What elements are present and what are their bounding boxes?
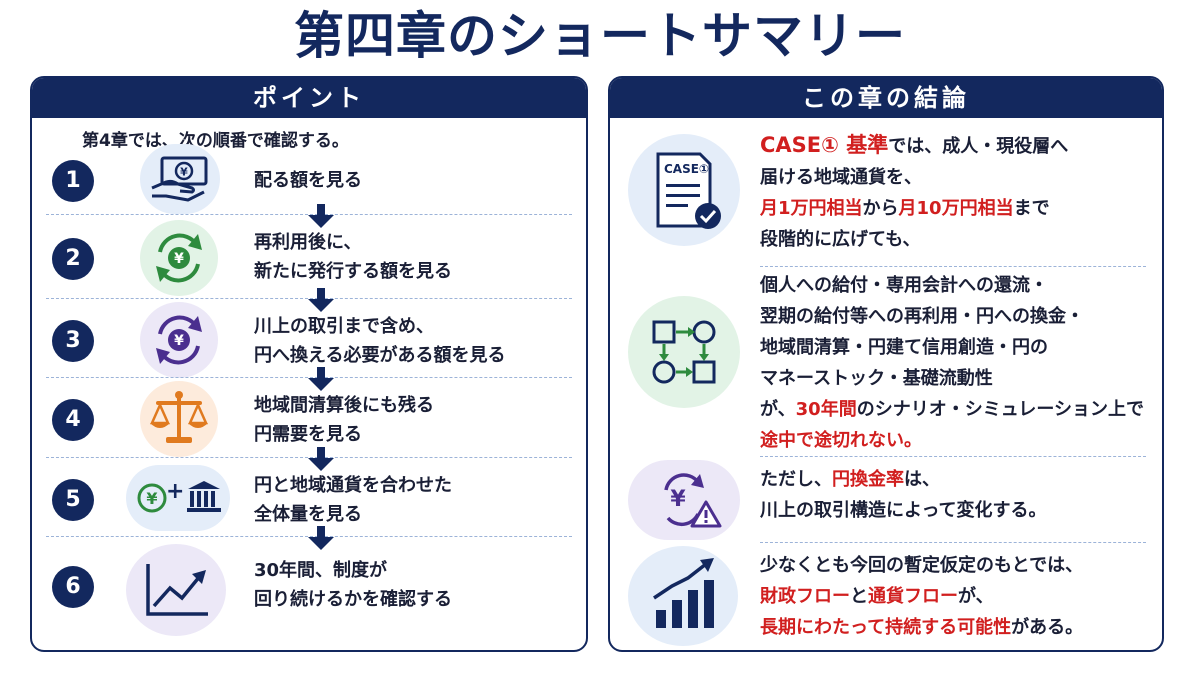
step-4: 4 地域間清算後にも残る円需要を見る	[32, 381, 586, 459]
step-number: 3	[52, 320, 94, 362]
step-2: 2 ¥ 再利用後に、新たに発行する額を見る	[32, 220, 586, 298]
step-text: 再利用後に、新たに発行する額を見る	[254, 232, 452, 282]
step-3: 3 ¥ 川上の取引まで含め、円へ換える必要がある額を見る	[32, 302, 586, 380]
svg-text:¥: ¥	[146, 489, 157, 508]
divider	[46, 536, 572, 537]
conclusion-text-4: 少なくとも今回の暫定仮定のもとでは、 財政フローと通貨フローが、 長期にわたって…	[760, 555, 1084, 638]
divider	[46, 214, 572, 215]
plus-sign: +	[166, 479, 185, 504]
down-arrow-icon	[308, 367, 334, 391]
svg-text:¥: ¥	[174, 333, 184, 349]
step-5: 5 ¥ + 円と地域通貨を合わせた全体量を見る	[32, 463, 586, 537]
down-arrow-icon	[308, 204, 334, 228]
conclusion-block-1: CASE① CASE① 基準では、成人・現役層へ 届ける地域通貨を、 月1万円相…	[610, 126, 1162, 266]
step-number: 2	[52, 238, 94, 280]
step-text: 配る額を見る	[254, 170, 362, 191]
divider	[760, 266, 1146, 267]
divider	[760, 456, 1146, 457]
step-number: 6	[52, 566, 94, 608]
step-text: 川上の取引まで含め、円へ換える必要がある額を見る	[254, 316, 506, 366]
trend-chart-icon	[126, 544, 226, 636]
conclusion-block-2: 個人への給付・専用会計への還流・ 翌期の給付等への再利用・円への換金・ 地域間清…	[610, 272, 1162, 452]
divider	[46, 457, 572, 458]
step-number: 5	[52, 479, 94, 521]
step-text: 地域間清算後にも残る円需要を見る	[254, 395, 434, 445]
conclusion-text-3: ただし、円換金率は、 川上の取引構造によって変化する。	[760, 469, 1047, 521]
conclusion-text-1: CASE① 基準では、成人・現役層へ 届ける地域通貨を、 月1万円相当から月10…	[760, 133, 1069, 250]
down-arrow-icon	[308, 447, 334, 471]
yen-plus-bank-icon: ¥ +	[126, 465, 230, 531]
scale-icon	[140, 381, 218, 457]
svg-text:¥: ¥	[174, 251, 184, 267]
document-check-icon: CASE①	[628, 134, 740, 246]
conclusion-block-3: ¥ ただし、円換金率は、 川上の取引構造によって変化する。	[610, 460, 1162, 540]
step-number: 1	[52, 160, 94, 202]
flow-diagram-icon	[628, 296, 740, 408]
step-6: 6 30年間、制度が回り続けるかを確認する	[32, 542, 586, 642]
svg-text:¥: ¥	[180, 166, 188, 179]
yen-cycle-icon: ¥	[140, 220, 218, 296]
yen-cycle-icon: ¥	[140, 302, 218, 378]
step-1: 1 ¥ 配る額を見る	[32, 144, 586, 214]
points-intro: 第4章では、次の順番で確認する。	[82, 131, 349, 151]
conclusion-text-2: 個人への給付・専用会計への還流・ 翌期の給付等への再利用・円への換金・ 地域間清…	[760, 275, 1144, 451]
divider	[46, 377, 572, 378]
down-arrow-icon	[308, 526, 334, 550]
conclusion-block-4: 少なくとも今回の暫定仮定のもとでは、 財政フローと通貨フローが、 長期にわたって…	[610, 546, 1162, 650]
conclusion-panel-header: この章の結論	[610, 78, 1162, 118]
step-text: 円と地域通貨を合わせた全体量を見る	[254, 475, 452, 525]
step-number: 4	[52, 399, 94, 441]
divider	[760, 542, 1146, 543]
step-text: 30年間、制度が回り続けるかを確認する	[254, 560, 452, 610]
divider	[46, 298, 572, 299]
points-panel: ポイント 第4章では、次の順番で確認する。 1 ¥ 配る額を見る 2	[30, 76, 588, 652]
document-icon-label: CASE①	[664, 162, 710, 176]
conclusion-panel: この章の結論 CASE① CASE① 基準では、成人・現役層へ 届ける地域通貨を…	[608, 76, 1164, 652]
svg-text:¥: ¥	[670, 487, 686, 512]
growth-bars-icon	[628, 546, 738, 646]
points-panel-header: ポイント	[32, 78, 586, 118]
page-title: 第四章のショートサマリー	[294, 7, 906, 65]
yen-warning-icon: ¥	[628, 460, 740, 540]
money-hand-icon: ¥	[140, 144, 220, 214]
down-arrow-icon	[308, 288, 334, 312]
